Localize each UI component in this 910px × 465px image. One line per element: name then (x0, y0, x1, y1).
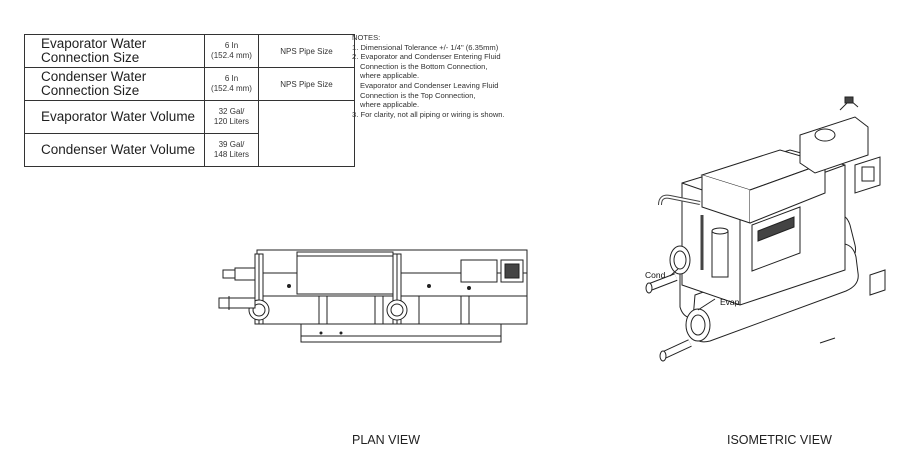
table-row: Evaporator Water Connection Size 6 In(15… (24, 34, 355, 68)
value-line1: 39 Gal/ (218, 140, 245, 149)
table-row: Condenser Water Volume 39 Gal/148 Liters (24, 133, 355, 167)
notes-heading: NOTES: (352, 33, 381, 42)
table-row: Evaporator Water Volume 32 Gal/120 Liter… (24, 100, 355, 134)
notes-block: NOTES: 1. Dimensional Tolerance +/- 1/4"… (352, 33, 572, 119)
isometric-view-caption: ISOMETRIC VIEW (727, 433, 832, 447)
row-note: NPS Pipe Size (258, 34, 355, 68)
note-line: 1. Dimensional Tolerance +/- 1/4" (6.35m… (352, 42, 499, 52)
isometric-view-drawing (645, 96, 886, 362)
value-line2: 120 Liters (213, 117, 250, 126)
row-label: Evaporator Water Connection Size (24, 34, 205, 68)
plan-view-caption: PLAN VIEW (352, 433, 421, 447)
note-line: Evaporator and Condenser Leaving Fluid (360, 80, 499, 90)
row-note: NPS Pipe Size (258, 67, 355, 101)
row-label: Condenser Water Volume (24, 133, 205, 167)
note-line: 2. Evaporator and Condenser Entering Flu… (352, 52, 501, 62)
row-label: Evaporator Water Volume (24, 100, 205, 134)
note-line: where applicable. (360, 100, 420, 110)
plan-view-drawing (218, 249, 528, 343)
cond-label: Cond (645, 270, 666, 280)
row-label: Condenser Water Connection Size (24, 67, 205, 101)
value-line1: 32 Gal/ (218, 107, 245, 116)
value-line2: (152.4 mm) (211, 84, 252, 93)
spec-table: Evaporator Water Connection Size 6 In(15… (24, 34, 355, 167)
row-note-empty (259, 101, 355, 134)
row-value: 6 In(152.4 mm) (204, 67, 259, 101)
note-line: Connection is the Top Connection, (360, 90, 476, 100)
row-value: 39 Gal/148 Liters (204, 133, 259, 167)
evap-label: Evap (720, 297, 740, 307)
value-line2: 148 Liters (213, 150, 250, 159)
value-line1: 6 In (224, 74, 239, 83)
value-line1: 6 In (224, 41, 239, 50)
table-row: Condenser Water Connection Size 6 In(152… (24, 67, 355, 101)
note-line: Connection is the Bottom Connection, (360, 61, 488, 71)
row-value: 32 Gal/120 Liters (204, 100, 259, 134)
row-value: 6 In(152.4 mm) (204, 34, 259, 68)
value-line2: (152.4 mm) (211, 51, 252, 60)
row-note-empty (259, 134, 355, 167)
note-line: where applicable. (360, 71, 420, 81)
note-line: 3. For clarity, not all piping or wiring… (352, 109, 505, 119)
